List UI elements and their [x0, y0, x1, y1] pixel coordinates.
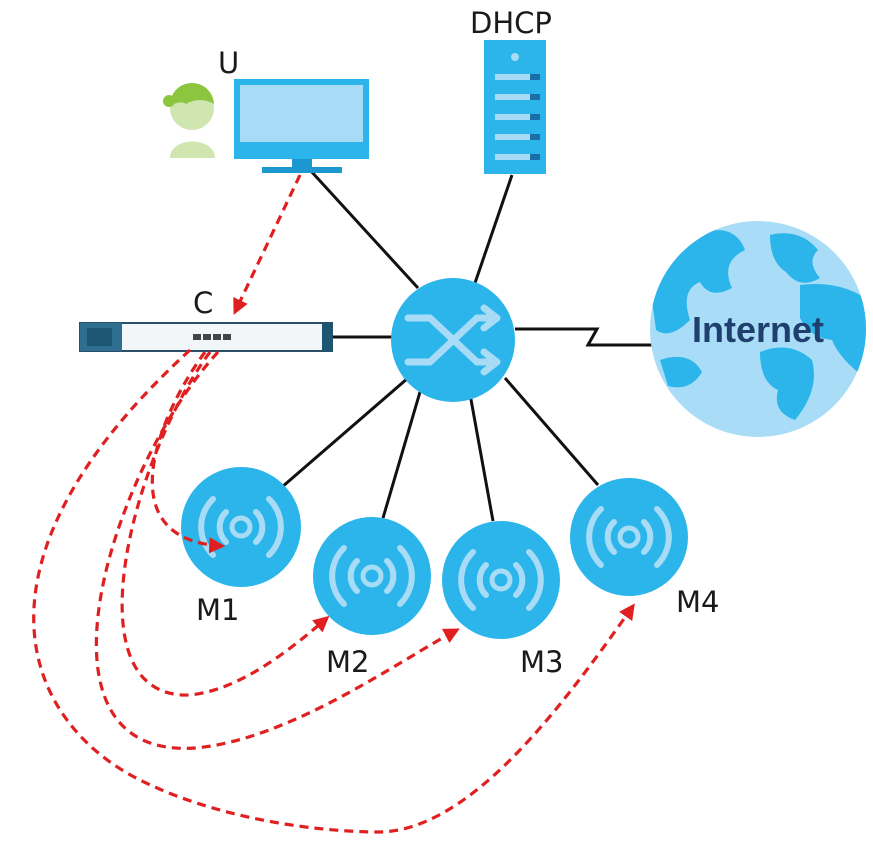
link-computer-switch: [308, 168, 420, 290]
flow-controller-to-m1: [150, 351, 226, 554]
access-point-m4: [570, 478, 688, 596]
link-switch-internet: [515, 327, 652, 347]
flow-controller-to-m2: [120, 351, 330, 697]
switch-icon: [391, 278, 515, 402]
link-switch-m3: [468, 393, 495, 522]
ap-m2-label: M2: [326, 645, 369, 679]
controller-appliance-icon: [79, 322, 333, 352]
flow-controller-to-m3: [94, 350, 460, 750]
ap-m3-label: M3: [520, 645, 563, 679]
access-point-m1: [181, 467, 301, 587]
controller-label: C: [193, 286, 213, 320]
network-links: [281, 168, 652, 522]
flow-user-to-controller: [233, 174, 302, 315]
access-point-m2: [313, 517, 431, 635]
internet-label: Internet: [692, 309, 824, 350]
globe-icon: Internet: [650, 221, 866, 437]
dhcp-server-icon: [484, 40, 546, 174]
link-switch-m2: [381, 391, 422, 519]
monitor-icon: [234, 79, 369, 173]
flow-controller-to-m4: [32, 348, 635, 834]
link-dhcp-switch: [473, 174, 514, 284]
user-person-icon: [163, 82, 215, 158]
link-switch-m1: [281, 376, 409, 489]
access-point-m3: [442, 521, 560, 639]
ap-m1-label: M1: [196, 593, 239, 627]
dhcp-label: DHCP: [470, 6, 552, 40]
user-label: U: [218, 46, 239, 80]
ap-m4-label: M4: [676, 585, 719, 619]
link-switch-m4: [503, 377, 600, 486]
management-flows: [32, 174, 635, 834]
